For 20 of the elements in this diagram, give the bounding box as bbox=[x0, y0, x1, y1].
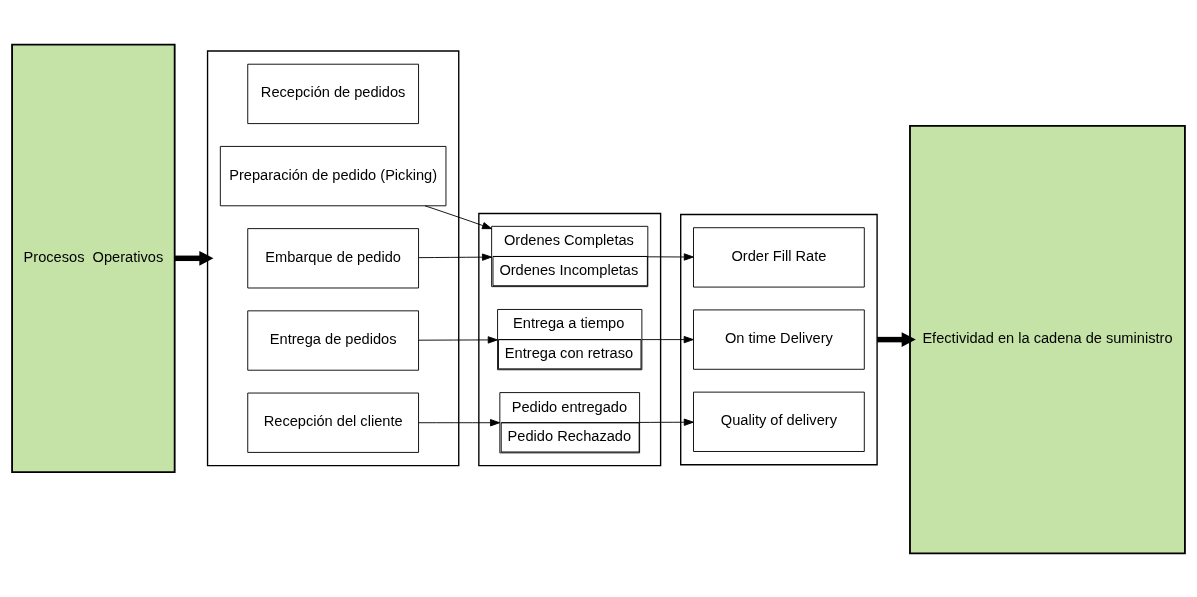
node-box: Quality of delivery bbox=[693, 391, 865, 452]
node-box: Preparación de pedido (Picking) bbox=[219, 145, 447, 207]
arrow bbox=[418, 419, 501, 427]
node-box: Entrega de pedidos bbox=[247, 310, 419, 371]
node-box: Recepción de pedidos bbox=[247, 63, 419, 125]
arrow bbox=[174, 250, 214, 266]
node-box: On time Delivery bbox=[693, 309, 865, 370]
arrow bbox=[418, 253, 493, 261]
node-box: Procesos Operativos bbox=[11, 43, 176, 473]
node-box: Recepción del cliente bbox=[247, 392, 419, 453]
arrow bbox=[641, 335, 694, 344]
arrow bbox=[877, 332, 916, 347]
arrow bbox=[647, 253, 694, 261]
arrow bbox=[424, 205, 493, 230]
node-box: Efectividad en la cadena de suministro bbox=[909, 124, 1186, 555]
node-box: Order Fill Rate bbox=[693, 227, 865, 288]
cluster bbox=[206, 50, 460, 467]
arrow bbox=[639, 418, 694, 426]
arrow bbox=[418, 336, 498, 344]
node-box: Embarque de pedido bbox=[247, 228, 419, 289]
